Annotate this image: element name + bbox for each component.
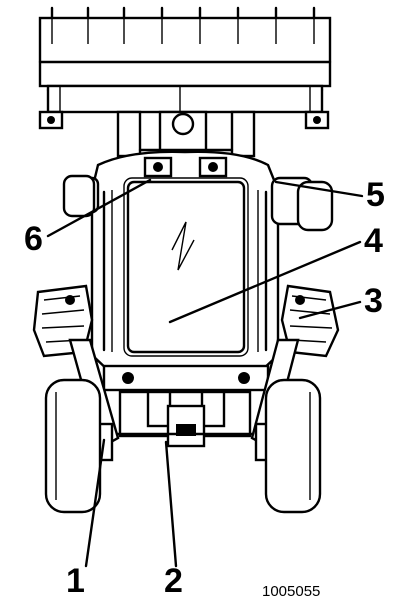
leader-lines	[46, 178, 364, 568]
callout-6: 6	[24, 220, 43, 258]
wheels	[44, 174, 334, 514]
leader-line-2	[164, 440, 178, 568]
callout-3: 3	[364, 282, 383, 320]
bucket	[38, 6, 332, 130]
leader-line-3	[298, 300, 362, 320]
cab-body	[66, 150, 314, 374]
callout-2: 2	[164, 562, 183, 600]
leader-line-5	[274, 180, 364, 198]
leader-line-1	[84, 438, 106, 568]
leader-line-4	[168, 240, 362, 324]
figure-id: 1005055	[262, 583, 320, 600]
callout-4: 4	[364, 222, 383, 260]
lower-frame	[102, 364, 270, 448]
callout-5: 5	[366, 176, 385, 214]
leader-line-6	[46, 178, 152, 238]
callout-1: 1	[66, 562, 85, 600]
